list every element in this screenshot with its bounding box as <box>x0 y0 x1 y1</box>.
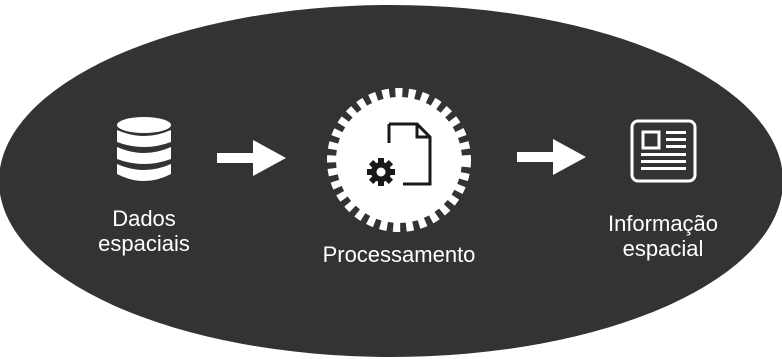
label-line: Dados <box>112 206 176 231</box>
step-label-spatial-information: Informação espacial <box>588 211 738 261</box>
label-line: Informação <box>607 211 719 236</box>
gear-document-icon <box>367 122 432 186</box>
gear-icon <box>367 158 395 186</box>
newspaper-icon <box>630 119 697 183</box>
label-line: espacial <box>622 236 704 261</box>
step-label-processing: Processamento <box>299 242 499 267</box>
right-arrow-icon <box>517 139 586 175</box>
database-icon <box>117 117 171 181</box>
label-line: espaciais <box>98 231 190 256</box>
step-label-spatial-data: Dados espaciais <box>84 206 204 256</box>
right-arrow-icon <box>217 140 286 176</box>
label-line: Processamento <box>322 242 476 267</box>
processing-gear-circle <box>327 88 471 232</box>
